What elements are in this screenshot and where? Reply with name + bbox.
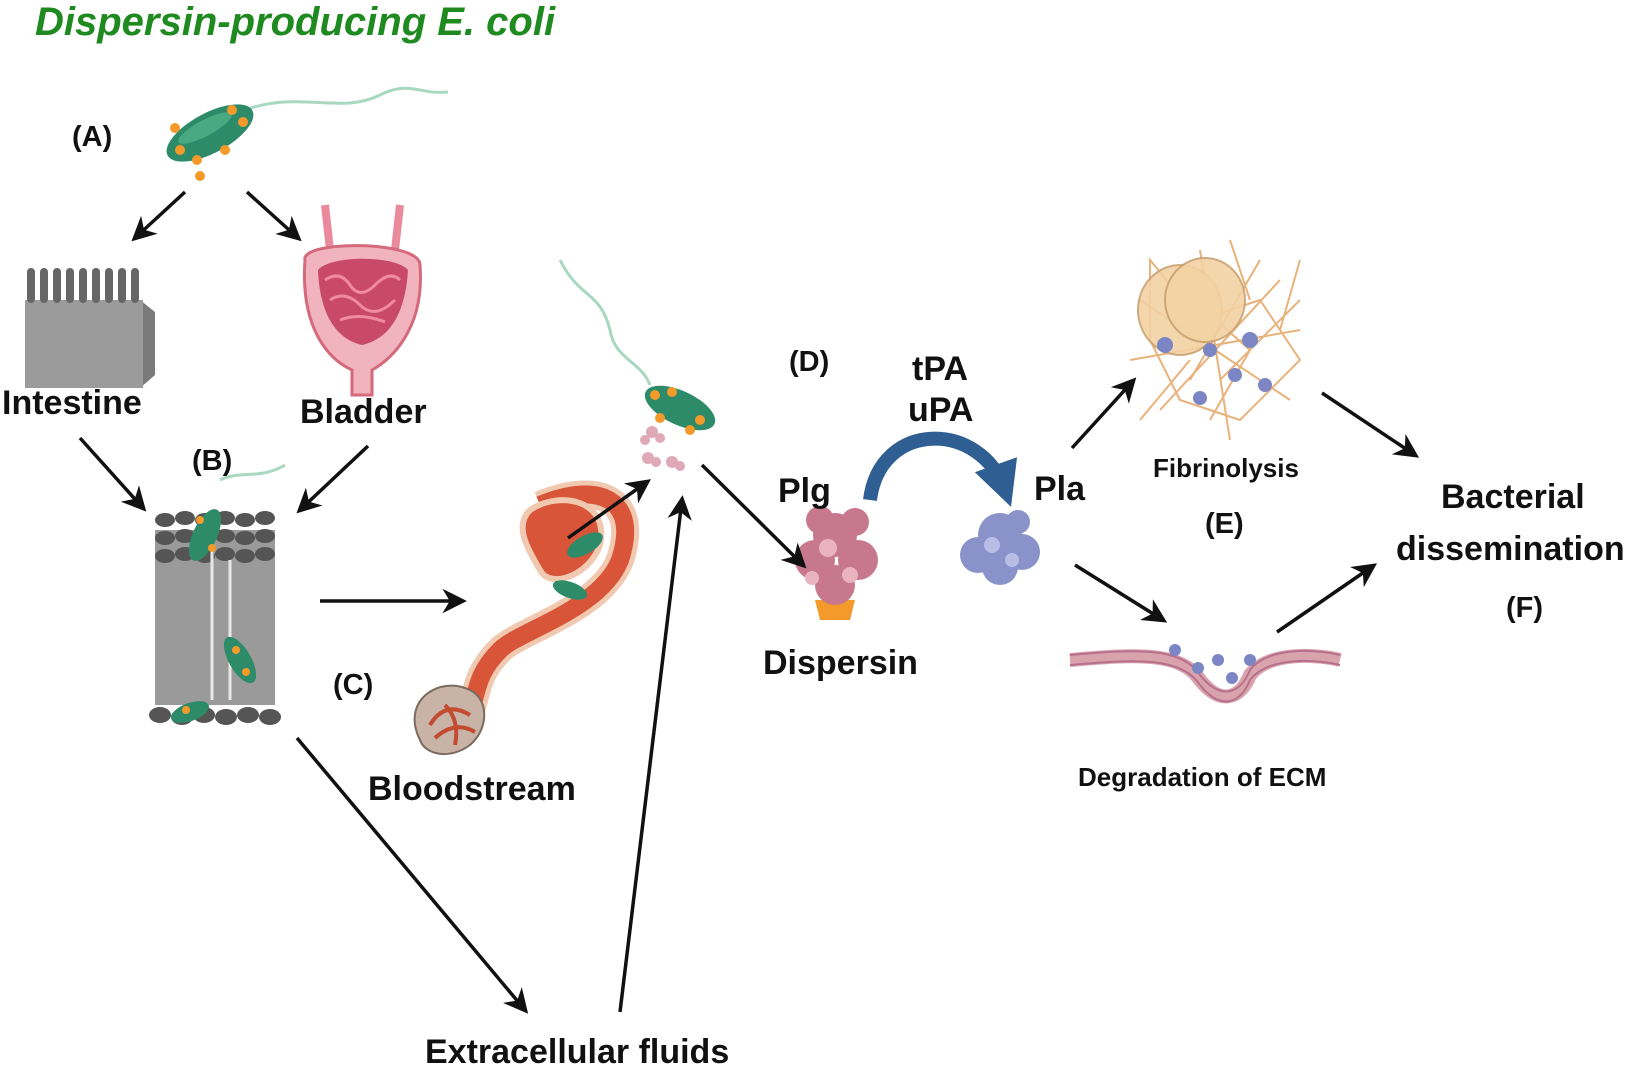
bacterial-label: Bacterial <box>1441 478 1585 516</box>
bloodstream-icon <box>413 480 640 756</box>
arrow-intestine-to-tissue <box>78 436 147 512</box>
tpa-label: tPA <box>912 350 969 388</box>
top-bacterium-icon <box>166 86 449 181</box>
arrow-a-to-bladder <box>245 190 302 242</box>
extracellular-fluids-label: Extracellular fluids <box>425 1033 730 1071</box>
intestine-icon <box>25 268 155 388</box>
label-c: (C) <box>333 669 374 701</box>
activation-curved-arrow <box>863 431 1018 507</box>
pla-label: Pla <box>1034 470 1086 508</box>
plasminogen-icon <box>795 506 878 620</box>
diagram-title: Dispersin-producing E. coli <box>35 0 556 44</box>
arrow-bladder-to-tissue <box>296 444 370 514</box>
bladder-icon <box>302 204 422 397</box>
arrow-fluids-to-bacterium <box>618 495 692 1013</box>
degradation-ecm-label: Degradation of ECM <box>1078 762 1327 792</box>
arrow-bacterium-to-plg <box>700 463 807 569</box>
bloodstream-label: Bloodstream <box>368 770 576 808</box>
label-d: (D) <box>789 346 830 378</box>
fibrinolysis-label: Fibrinolysis <box>1153 453 1299 483</box>
arrow-fibrinolysis-to-dissemination <box>1321 391 1420 458</box>
label-e: (E) <box>1205 508 1244 540</box>
plg-label: Plg <box>778 472 831 510</box>
arrow-pla-to-fibrinolysis <box>1070 377 1137 450</box>
fibrin-clot-icon <box>1129 239 1302 441</box>
label-b: (B) <box>192 445 233 477</box>
dispersing-bacterium-icon <box>558 259 716 471</box>
dispersin-label: Dispersin <box>763 644 918 682</box>
arrow-pla-to-ecm <box>1074 563 1168 623</box>
arrow-ecm-to-dissemination <box>1276 563 1378 634</box>
epithelium-tissue-icon <box>149 463 286 725</box>
ecm-strand-icon <box>1069 644 1342 704</box>
label-f: (F) <box>1506 592 1544 624</box>
bladder-label: Bladder <box>300 393 427 431</box>
arrow-tissue-to-fluids <box>295 736 529 1014</box>
intestine-label: Intestine <box>2 384 142 422</box>
dissemination-label: dissemination <box>1396 530 1625 568</box>
upa-label: uPA <box>908 391 974 429</box>
label-a: (A) <box>72 121 113 153</box>
arrow-bloodstream-to-bacterium <box>566 479 651 540</box>
arrow-a-to-intestine <box>131 190 187 242</box>
plasmin-icon <box>960 510 1040 585</box>
